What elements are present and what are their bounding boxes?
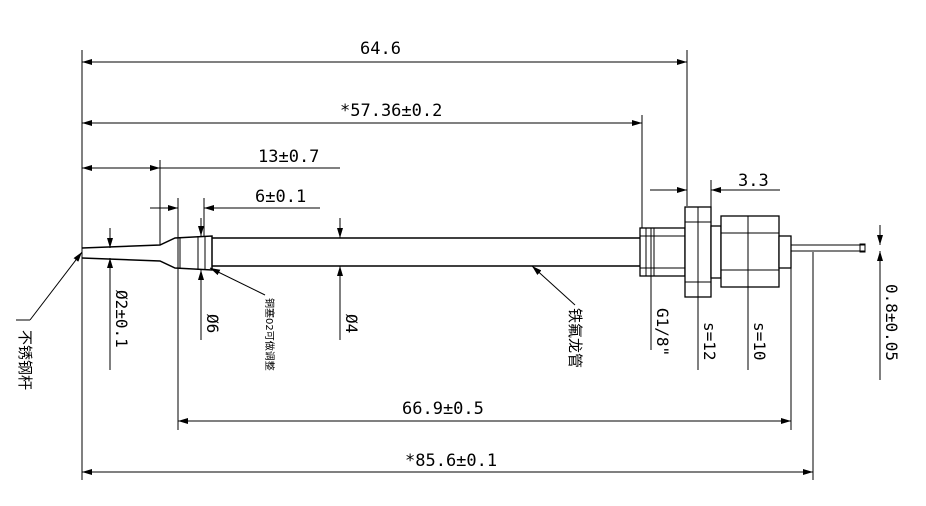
horizontal-dimensions bbox=[82, 59, 813, 475]
annotations: 不锈钢杆 铁氟龙管 铜塞02可做调整 bbox=[16, 298, 584, 390]
label-adjustable: 铜塞02可做调整 bbox=[263, 298, 276, 371]
dim-hex-b: s=10 bbox=[750, 322, 769, 361]
dim-total: *85.6±0.1 bbox=[405, 451, 497, 471]
part-outline bbox=[81, 206, 866, 298]
thread-body bbox=[639, 227, 686, 277]
dim-dia-ferrule: Ø6 bbox=[203, 314, 222, 333]
dim-thread: G1/8" bbox=[653, 308, 672, 356]
dim-overall-a: 64.6 bbox=[360, 39, 401, 59]
dim-probe-len: 13±0.7 bbox=[258, 147, 319, 167]
dim-dia-tip: Ø2±0.1 bbox=[112, 290, 131, 348]
dim-nut-width: 3.3 bbox=[738, 171, 769, 191]
probe-tip bbox=[81, 235, 213, 271]
dim-ferrule-len: 6±0.1 bbox=[255, 187, 306, 207]
dim-hex-a: s=12 bbox=[700, 322, 719, 361]
label-steel-rod: 不锈钢杆 bbox=[16, 330, 34, 390]
dim-overall-b: *57.36±0.2 bbox=[340, 101, 442, 121]
hex-nut-10 bbox=[720, 215, 780, 288]
dimension-labels: 64.6 *57.36±0.2 13±0.7 6±0.1 3.3 66.9±0.… bbox=[112, 39, 901, 471]
label-teflon-tube: 铁氟龙管 bbox=[566, 308, 584, 368]
dim-span-c: 66.9±0.5 bbox=[402, 399, 484, 419]
dim-wire: 0.8±0.05 bbox=[882, 284, 901, 361]
vertical-dimensions bbox=[107, 218, 883, 380]
leader-lines bbox=[16, 251, 576, 321]
dim-dia-tube: Ø4 bbox=[342, 314, 361, 333]
